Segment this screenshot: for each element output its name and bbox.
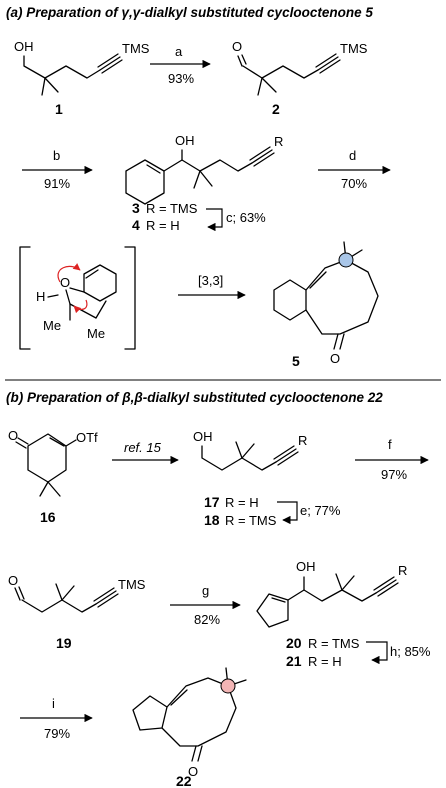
compound-17-structure: OH R: [193, 429, 307, 471]
compound-2-structure: O TMS: [232, 39, 368, 96]
step-g-reagent: g: [202, 583, 209, 598]
compound-3-label: 3: [132, 200, 140, 216]
compound-22-label: 22: [176, 773, 192, 788]
compound-1-label: 1: [55, 101, 63, 117]
r-group-label: R: [398, 563, 407, 578]
methyl-label: Me: [87, 326, 105, 341]
gamma-carbon-marker: [338, 252, 354, 268]
panel-a-title: (a) Preparation of γ,γ-dialkyl substitut…: [6, 5, 373, 20]
compound-22-structure: O: [132, 667, 247, 779]
arrow-step-c: [206, 208, 223, 232]
step-a-yield: 93%: [168, 71, 194, 86]
compound-17-label: 17: [204, 494, 220, 510]
transition-state-bracket: [19, 246, 136, 350]
step-b-reagent: b: [53, 148, 60, 163]
ref-15-label: ref. 15: [124, 440, 162, 455]
compound-17-r: R = H: [225, 495, 259, 510]
step-i-yield: 79%: [44, 726, 70, 741]
hydroxyl-label: OH: [175, 133, 195, 148]
compound-18-label: 18: [204, 512, 220, 528]
compound-4-r: R = H: [146, 218, 180, 233]
compound-20-r: R = TMS: [308, 636, 360, 651]
oxygen-label: O: [330, 351, 340, 366]
compound-1-structure: OH TMS: [14, 39, 150, 96]
step-a-reagent: a: [175, 44, 183, 59]
compound-16-structure: O OTf: [8, 428, 98, 497]
arrow-step-e: [277, 501, 298, 525]
arrow-step-h: [366, 641, 388, 665]
compound-19-label: 19: [56, 635, 72, 651]
compound-3-r: R = TMS: [146, 201, 198, 216]
compound-5-structure: O: [273, 241, 379, 366]
step-d-yield: 70%: [341, 176, 367, 191]
panel-b-title: (b) Preparation of β,β-dialkyl substitut…: [6, 390, 383, 405]
step-e-conditions: e; 77%: [300, 503, 341, 518]
compound-2-label: 2: [272, 101, 280, 117]
step-d-reagent: d: [349, 148, 356, 163]
tms-label: TMS: [118, 577, 146, 592]
step-f-yield: 97%: [381, 467, 407, 482]
step-i-reagent: i: [52, 696, 55, 711]
beta-carbon-marker: [220, 678, 236, 694]
oxygen-label: O: [188, 764, 198, 779]
compound-20-label: 20: [286, 635, 302, 651]
hydroxyl-label: OH: [296, 559, 316, 574]
compound-21-r: R = H: [308, 654, 342, 669]
step-c-conditions: c; 63%: [226, 210, 266, 225]
compound-5-label: 5: [292, 353, 300, 369]
oxygen-label: O: [232, 39, 242, 54]
oxygen-label: O: [60, 275, 70, 290]
tms-label: TMS: [340, 41, 368, 56]
hydroxyl-label: OH: [193, 429, 213, 444]
triflate-label: OTf: [76, 430, 98, 445]
r-group-label: R: [298, 433, 307, 448]
compound-3-structure: OH R: [125, 133, 283, 205]
oxygen-label: O: [8, 573, 18, 588]
compound-4-label: 4: [132, 217, 140, 233]
compound-19-structure: O TMS: [8, 573, 146, 613]
compound-21-label: 21: [286, 653, 302, 669]
hydrogen-label: H: [36, 289, 45, 304]
step-f-reagent: f: [388, 437, 392, 452]
compound-18-r: R = TMS: [225, 513, 277, 528]
sigmatropic-label: [3,3]: [198, 273, 223, 288]
step-g-yield: 82%: [194, 612, 220, 627]
compound-20-structure: OH R: [256, 559, 407, 628]
step-h-conditions: h; 85%: [390, 644, 431, 659]
transition-state-structure: O H Me Me: [36, 263, 117, 341]
tms-label: TMS: [122, 41, 150, 56]
r-group-label: R: [274, 134, 283, 149]
oxygen-label: O: [8, 428, 18, 443]
compound-16-label: 16: [40, 509, 56, 525]
methyl-label: Me: [43, 318, 61, 333]
step-b-yield: 91%: [44, 176, 70, 191]
hydroxyl-label: OH: [14, 39, 34, 54]
